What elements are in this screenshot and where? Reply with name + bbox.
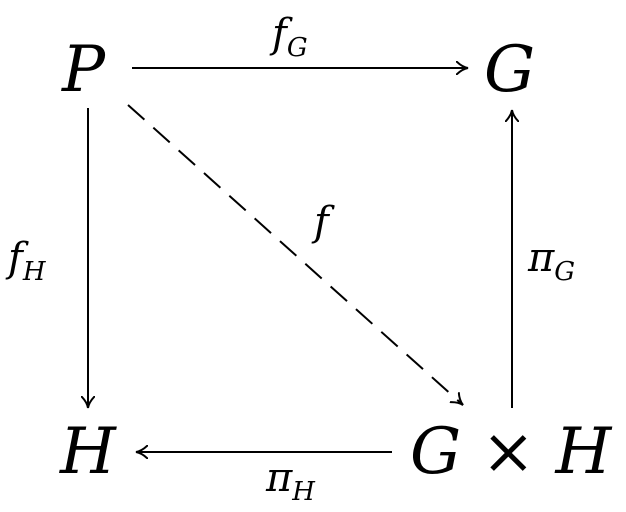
label-f: f xyxy=(314,202,329,242)
label-sub: G xyxy=(286,33,308,64)
node-P: P xyxy=(62,33,106,107)
label-base: π xyxy=(528,235,555,281)
arrow-f xyxy=(127,104,463,405)
node-G: G xyxy=(484,33,536,107)
label-fH: fH xyxy=(8,238,46,285)
label-sub: H xyxy=(292,477,315,508)
label-base: π xyxy=(266,455,293,501)
label-sub: H xyxy=(22,257,46,288)
label-sub: G xyxy=(554,257,576,288)
label-base: f xyxy=(272,11,287,57)
label-piH: πH xyxy=(266,458,315,505)
label-base: f xyxy=(314,199,329,245)
label-base: f xyxy=(8,235,23,281)
label-piG: πG xyxy=(528,238,575,285)
label-fG: fG xyxy=(272,14,308,61)
node-H: H xyxy=(60,415,116,489)
node-GxH: G × H xyxy=(410,415,612,489)
